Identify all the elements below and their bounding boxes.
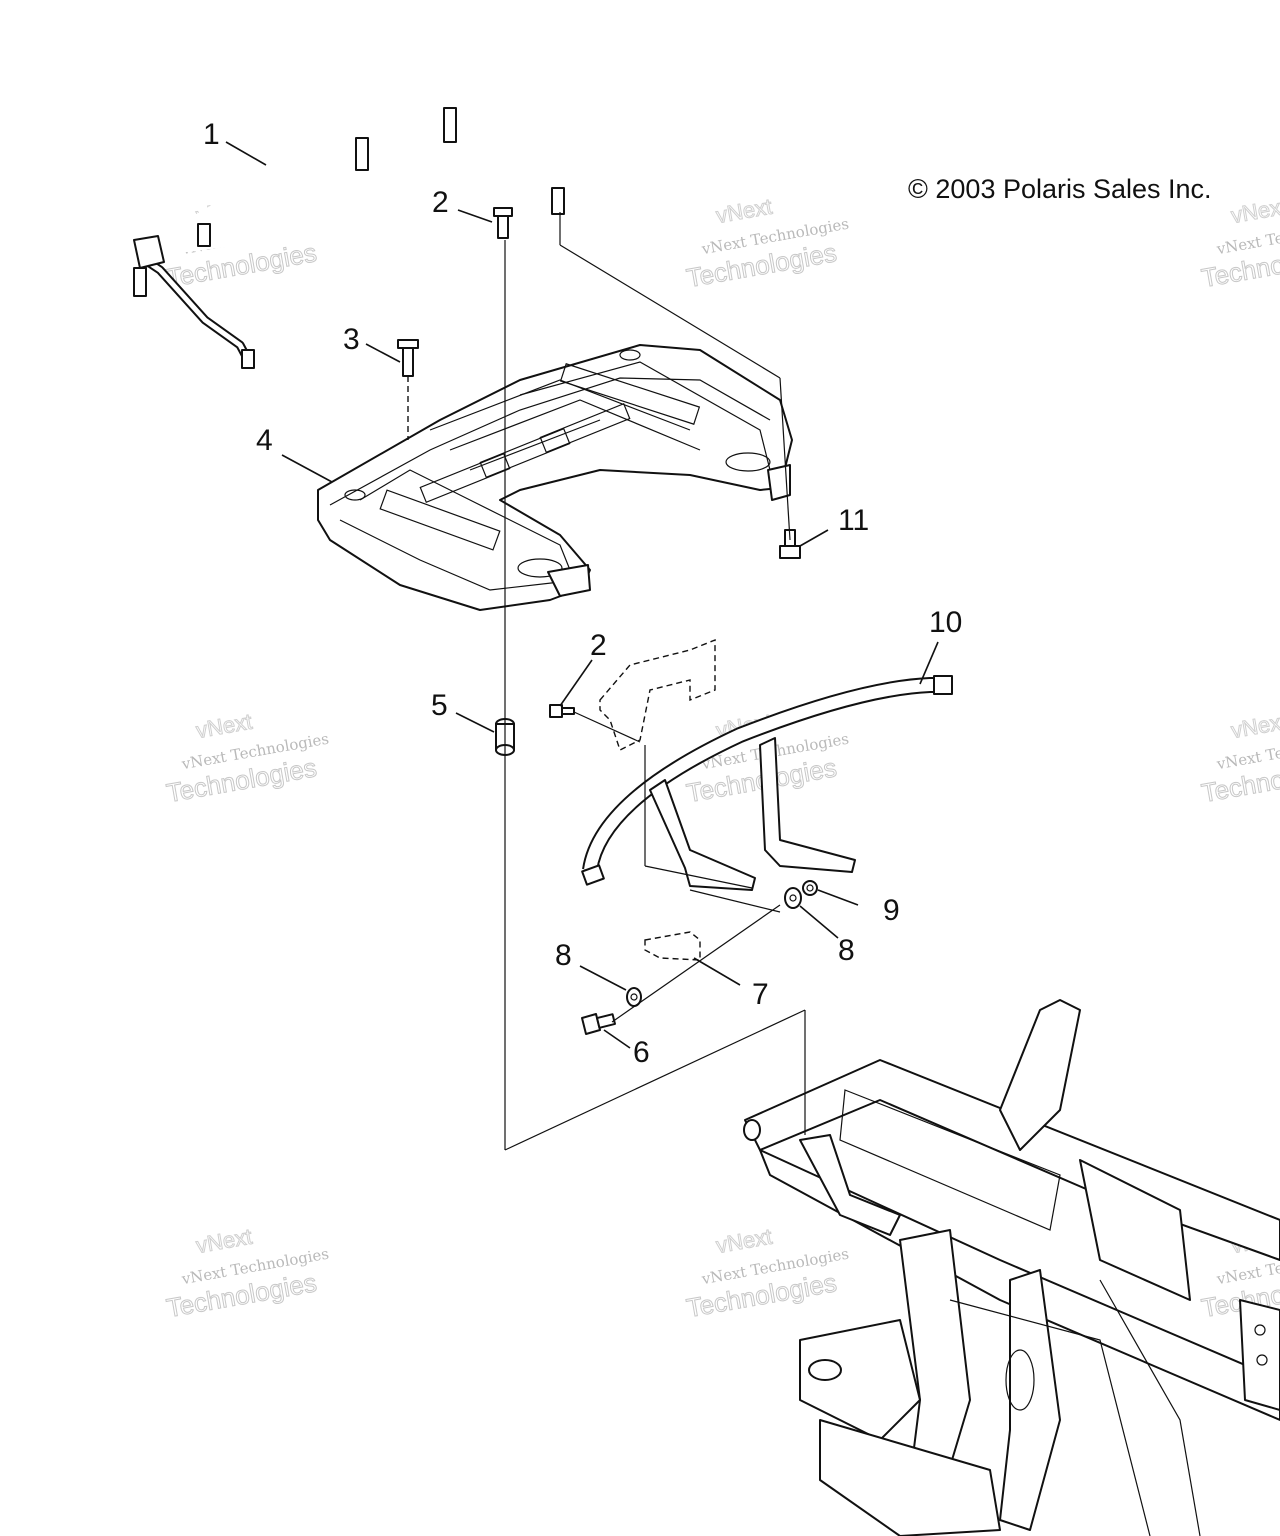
svg-text:vNext: vNext <box>1229 709 1280 743</box>
svg-text:vNext: vNext <box>1229 194 1280 228</box>
phantom-bracket <box>599 638 716 751</box>
bolt-part-3 <box>397 339 419 377</box>
rack-platform-part-4 <box>317 344 793 611</box>
bolt-part-2-upper <box>493 207 513 239</box>
bumper-part-10 <box>581 675 953 913</box>
callout-10: 10 <box>929 606 962 639</box>
rack-rail-part-1 <box>133 93 565 369</box>
plate-part-7 <box>644 931 701 961</box>
bolt-part-6 <box>581 1013 616 1035</box>
watermark: vNext vNext Technologies Technologies <box>684 1223 851 1323</box>
callout-8-left: 8 <box>555 939 572 972</box>
bolt-part-2-lower <box>549 704 575 718</box>
callout-5: 5 <box>431 689 448 722</box>
callout-4: 4 <box>256 424 273 457</box>
copyright-text: © 2003 Polaris Sales Inc. <box>908 174 1212 204</box>
watermark: vNext vNext Technologies Technologies <box>1199 708 1280 808</box>
callout-8-right: 8 <box>838 934 855 967</box>
callout-labels: 1 2 3 4 11 10 2 5 9 8 8 7 6 <box>203 118 962 1069</box>
atv-frame <box>743 999 1280 1536</box>
callout-7: 7 <box>752 978 769 1011</box>
callout-3: 3 <box>343 323 360 356</box>
callout-9: 9 <box>883 894 900 927</box>
washer-part-8-upper <box>784 887 802 909</box>
nut-part-9 <box>802 880 818 896</box>
watermark: vNext vNext Technologies Technologies <box>164 708 331 808</box>
svg-text:vNext: vNext <box>194 1224 254 1258</box>
callout-11: 11 <box>838 504 869 537</box>
callout-6: 6 <box>633 1036 650 1069</box>
svg-text:vNext: vNext <box>194 709 254 743</box>
callout-2-lower: 2 <box>590 629 607 662</box>
svg-text:vNext: vNext <box>714 194 774 228</box>
watermark: vNext vNext Technologies Technologies <box>164 1223 331 1323</box>
svg-text:vNext: vNext <box>714 1224 774 1258</box>
callout-2-upper: 2 <box>432 186 449 219</box>
leader-lines <box>225 141 939 1151</box>
callout-1: 1 <box>203 118 220 151</box>
watermark: vNext vNext Technologies Technologies <box>684 193 851 293</box>
